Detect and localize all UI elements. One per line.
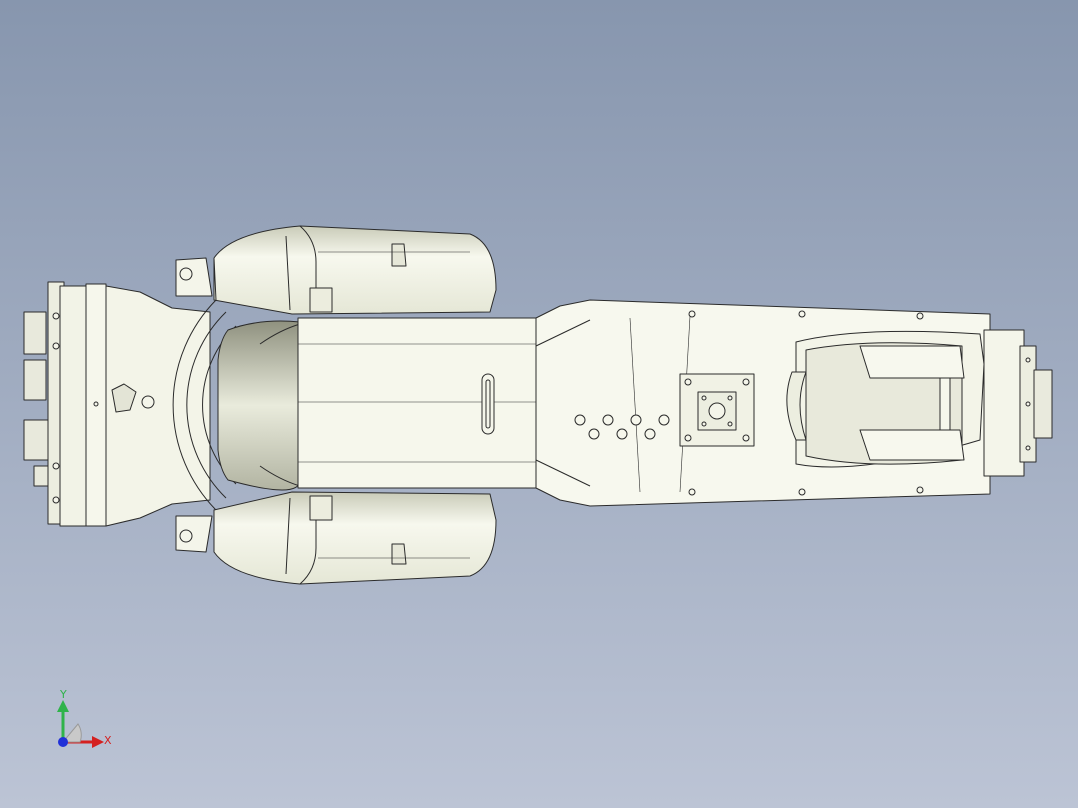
base-plate [93,257,213,553]
y-axis-arrow [57,700,69,742]
x-axis-label: X [104,734,112,747]
axis-triad: Y X [57,688,112,748]
wrist-flange [983,329,1053,477]
lower-arm-link [297,317,539,489]
lower-motor-housing [213,491,497,585]
z-plane-indicator [61,723,82,743]
y-axis-label: Y [59,688,67,701]
shoulder-joint [217,320,301,491]
upper-motor-housing [213,225,497,315]
cover-plate [679,373,755,447]
z-axis-origin [58,737,68,747]
wrist-fork [786,330,985,468]
mounting-holes [574,310,924,496]
